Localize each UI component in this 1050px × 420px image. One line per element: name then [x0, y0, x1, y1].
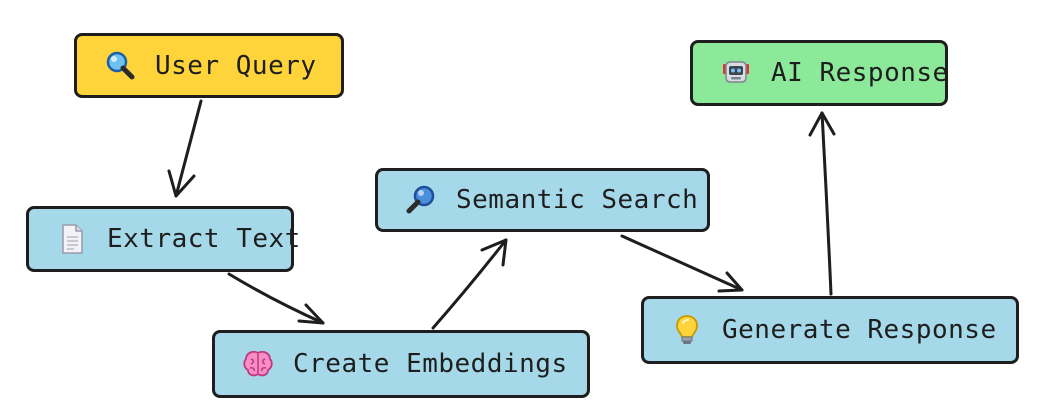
arrow-semantic-to-generate — [620, 234, 744, 293]
node-user-query: User Query — [74, 33, 344, 98]
lightbulb-icon — [676, 315, 698, 344]
node-semantic-search: Semantic Search — [375, 168, 710, 232]
brain-icon — [243, 350, 273, 377]
node-label: AI Response — [771, 58, 949, 88]
magnifier-left-icon — [106, 51, 135, 79]
document-icon — [62, 224, 83, 254]
node-label: Extract Text — [107, 224, 301, 254]
magnifier-right-icon — [406, 185, 435, 214]
arrow-extract-to-embed — [227, 272, 325, 325]
node-label: User Query — [155, 50, 317, 81]
node-create-embeddings: Create Embeddings — [212, 330, 590, 398]
node-generate-response: Generate Response — [641, 296, 1019, 364]
node-label: Semantic Search — [456, 185, 699, 215]
node-label: Generate Response — [722, 315, 997, 345]
node-label: Create Embeddings — [293, 349, 568, 379]
node-ai-response: AI Response — [690, 40, 948, 106]
robot-icon — [723, 61, 749, 83]
node-extract-text: Extract Text — [26, 206, 300, 272]
arrow-query-to-extract — [167, 99, 203, 198]
arrow-generate-to-answer — [808, 111, 836, 296]
arrow-embed-to-semantic — [431, 238, 508, 330]
